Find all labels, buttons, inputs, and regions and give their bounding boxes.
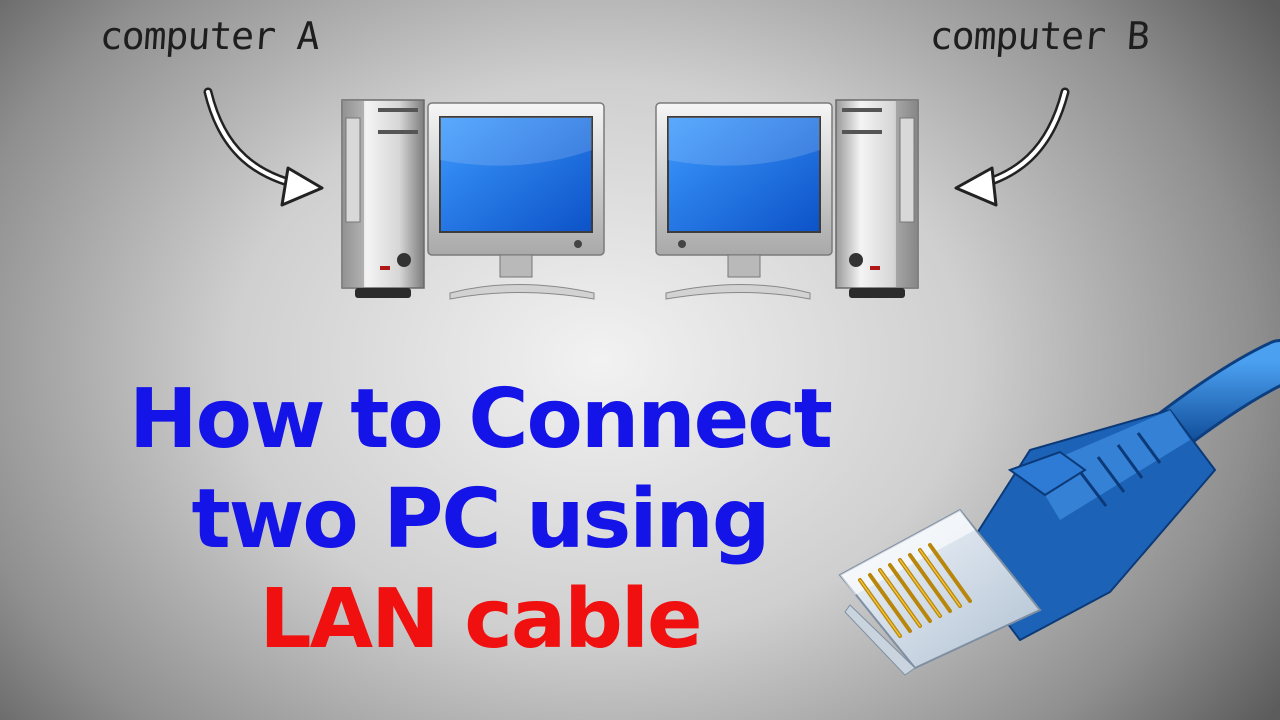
curved-arrow-icon-left bbox=[203, 87, 324, 207]
title-line-1: How to Connect bbox=[128, 372, 833, 467]
ethernet-cable-icon bbox=[838, 339, 1280, 676]
curved-arrow-icon-right bbox=[954, 87, 1070, 207]
title-line-3: LAN cable bbox=[259, 572, 702, 667]
title-line-2: two PC using bbox=[191, 472, 770, 567]
computer-a-icon bbox=[341, 99, 605, 300]
computer-b-icon bbox=[655, 99, 919, 300]
